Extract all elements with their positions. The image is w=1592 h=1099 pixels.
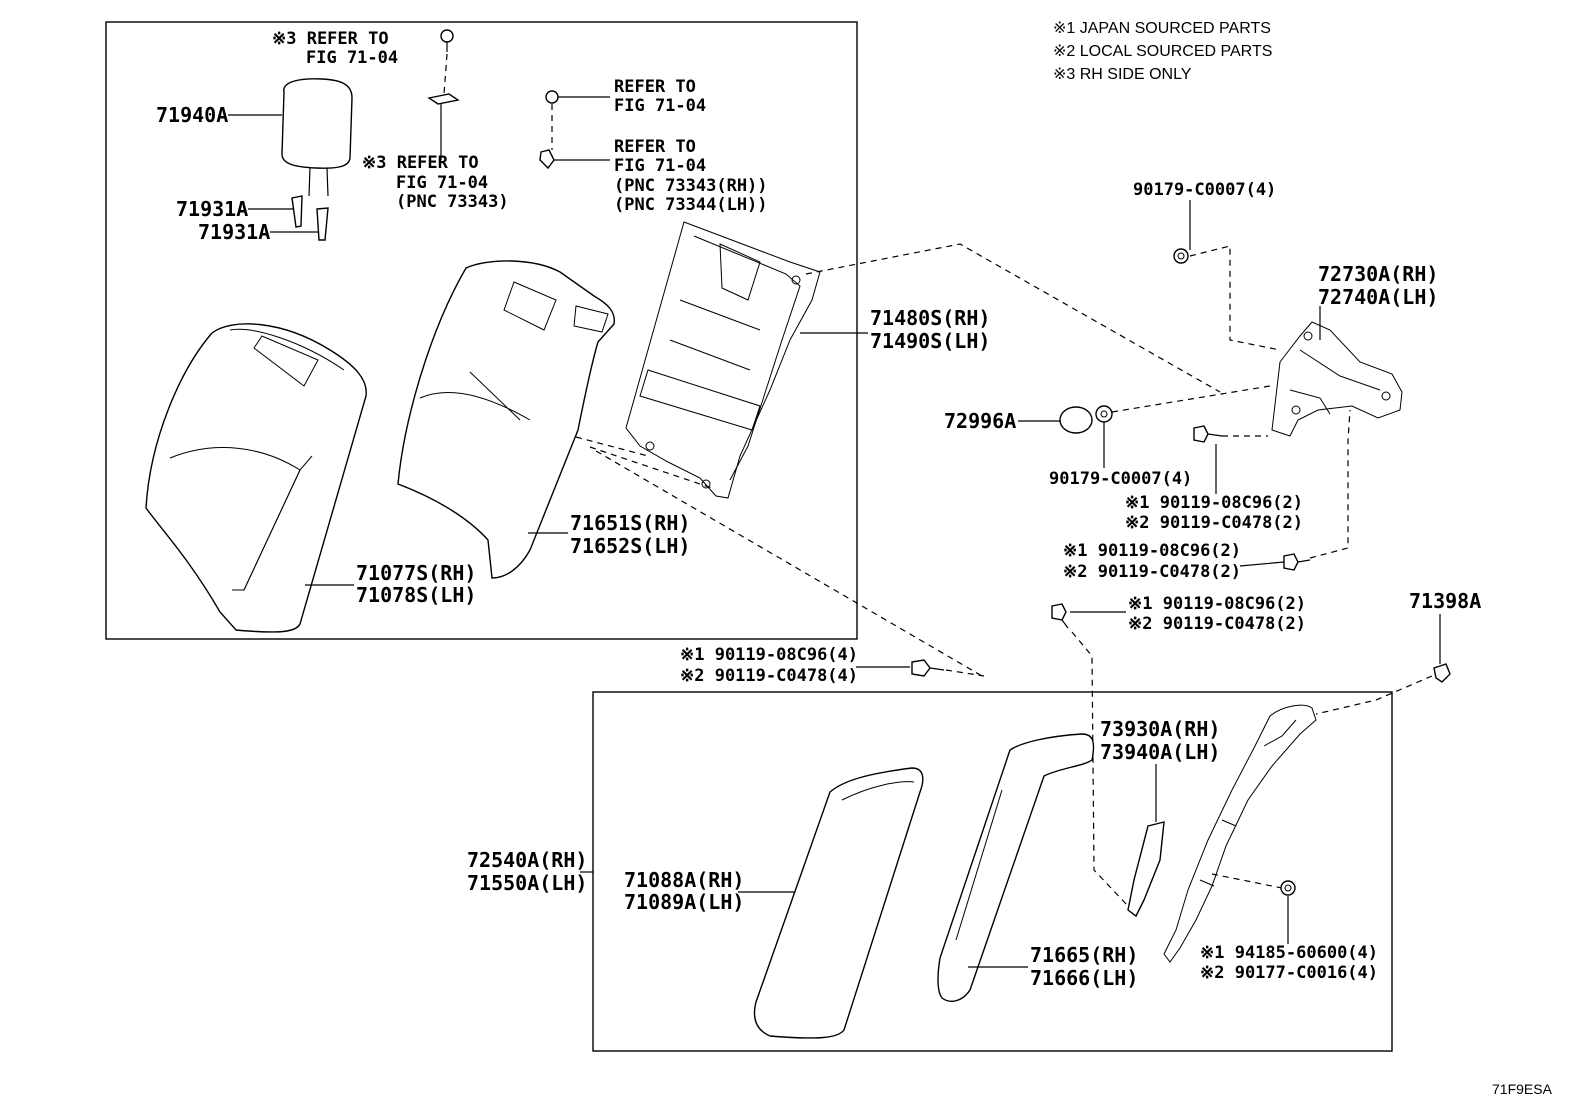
label-b3-2: ※2 90119-C0478(2) bbox=[1128, 614, 1306, 634]
label-b5-2: ※2 90177-C0016(4) bbox=[1200, 963, 1378, 983]
label-73940a: 73940A(LH) bbox=[1100, 740, 1220, 764]
label-71931a-2: 71931A bbox=[198, 220, 270, 244]
label-71077s: 71077S(RH) bbox=[356, 561, 476, 585]
label-71931a-1: 71931A bbox=[176, 197, 248, 221]
label-refer-r2-4: (PNC 73344(LH)) bbox=[614, 195, 768, 215]
label-refer-r1-1: REFER TO bbox=[614, 77, 696, 97]
label-nut-top: 90179-C0007(4) bbox=[1133, 180, 1276, 200]
label-refer-top-2: FIG 71-04 bbox=[306, 48, 398, 68]
armrest-cover-part bbox=[753, 767, 924, 1039]
label-b1-2: ※2 90119-C0478(2) bbox=[1125, 513, 1303, 533]
clip-part bbox=[427, 93, 460, 105]
label-refer-mid-1: ※3 REFER TO bbox=[362, 153, 479, 173]
label-71651s: 71651S(RH) bbox=[570, 511, 690, 535]
nut-icon bbox=[1280, 880, 1296, 896]
label-72996a: 72996A bbox=[944, 409, 1016, 433]
dash-bolt4 bbox=[945, 669, 985, 677]
label-71480s: 71480S(RH) bbox=[870, 306, 990, 330]
dash-top-bolt bbox=[443, 53, 448, 95]
dash-nut-mid bbox=[1111, 385, 1271, 413]
dash-frame-to-pad bbox=[575, 436, 983, 677]
clip-part bbox=[1433, 663, 1451, 683]
diagram-code: 71F9ESA bbox=[1492, 1081, 1553, 1097]
cap-part bbox=[1059, 406, 1093, 434]
label-refer-r2-2: FIG 71-04 bbox=[614, 156, 706, 176]
nut-icon bbox=[1173, 248, 1189, 264]
note-local-sourced: ※2 LOCAL SOURCED PARTS bbox=[1053, 43, 1272, 60]
label-refer-mid-3: (PNC 73343) bbox=[396, 192, 509, 212]
headrest-guide-part bbox=[291, 195, 329, 241]
armrest-frame-part bbox=[1163, 704, 1317, 963]
label-refer-r1-2: FIG 71-04 bbox=[614, 96, 706, 116]
label-71398a: 71398A bbox=[1409, 589, 1481, 613]
label-refer-mid-2: FIG 71-04 bbox=[396, 173, 488, 193]
bolt-icon bbox=[1051, 603, 1069, 629]
label-73930a: 73930A(RH) bbox=[1100, 717, 1220, 741]
seatback-pad-part bbox=[397, 260, 615, 579]
label-nut-mid: 90179-C0007(4) bbox=[1049, 469, 1192, 489]
seatback-cover-part bbox=[145, 323, 367, 633]
label-71652s: 71652S(LH) bbox=[570, 534, 690, 558]
label-71940a: 71940A bbox=[156, 103, 228, 127]
headrest-part bbox=[281, 78, 353, 197]
label-71665: 71665(RH) bbox=[1030, 943, 1138, 967]
label-71666: 71666(LH) bbox=[1030, 966, 1138, 990]
armrest-trim-part bbox=[1127, 821, 1165, 918]
dash-nut-top bbox=[1189, 245, 1281, 351]
label-b3-1: ※1 90119-08C96(2) bbox=[1128, 594, 1306, 614]
leader-bolt2 bbox=[1239, 561, 1285, 567]
bolt-icon bbox=[440, 29, 454, 52]
bolt-icon bbox=[545, 90, 610, 104]
label-b2-2: ※2 90119-C0478(2) bbox=[1063, 562, 1241, 582]
dash-bolt2 bbox=[1309, 409, 1351, 559]
label-71550a: 71550A(LH) bbox=[467, 871, 587, 895]
seatback-hinge-part bbox=[1271, 321, 1403, 437]
label-refer-r2-1: REFER TO bbox=[614, 137, 696, 157]
bolt-icon bbox=[1283, 553, 1311, 571]
label-71089a: 71089A(LH) bbox=[624, 890, 744, 914]
nut-icon bbox=[1095, 405, 1113, 423]
armrest-pad-part bbox=[937, 733, 1095, 1002]
note-japan-sourced: ※1 JAPAN SOURCED PARTS bbox=[1053, 20, 1271, 37]
bracket-part bbox=[539, 149, 555, 170]
label-72740a: 72740A(LH) bbox=[1318, 285, 1438, 309]
label-b4-2: ※2 90119-C0478(4) bbox=[680, 666, 858, 686]
bolt-icon bbox=[911, 659, 945, 677]
note-rh-side-only: ※3 RH SIDE ONLY bbox=[1053, 66, 1192, 83]
label-72540a: 72540A(RH) bbox=[467, 848, 587, 872]
label-refer-top-1: ※3 REFER TO bbox=[272, 29, 389, 49]
label-refer-r2-3: (PNC 73343(RH)) bbox=[614, 176, 768, 196]
dash-71398a bbox=[1315, 675, 1433, 715]
label-71490s: 71490S(LH) bbox=[870, 329, 990, 353]
label-b5-1: ※1 94185-60600(4) bbox=[1200, 943, 1378, 963]
upper-seatback-frame bbox=[105, 21, 858, 640]
dash-bolt3 bbox=[1071, 631, 1129, 907]
label-71078s: 71078S(LH) bbox=[356, 583, 476, 607]
label-b2-1: ※1 90119-08C96(2) bbox=[1063, 541, 1241, 561]
label-b4-1: ※1 90119-08C96(4) bbox=[680, 645, 858, 665]
label-71088a: 71088A(RH) bbox=[624, 868, 744, 892]
dash-frame-to-hinge bbox=[805, 243, 1221, 393]
seatback-frame-part bbox=[625, 221, 821, 499]
bolt-icon bbox=[1193, 425, 1223, 443]
dash-armrest-frame bbox=[1211, 873, 1283, 889]
label-72730a: 72730A(RH) bbox=[1318, 262, 1438, 286]
label-b1-1: ※1 90119-08C96(2) bbox=[1125, 493, 1303, 513]
